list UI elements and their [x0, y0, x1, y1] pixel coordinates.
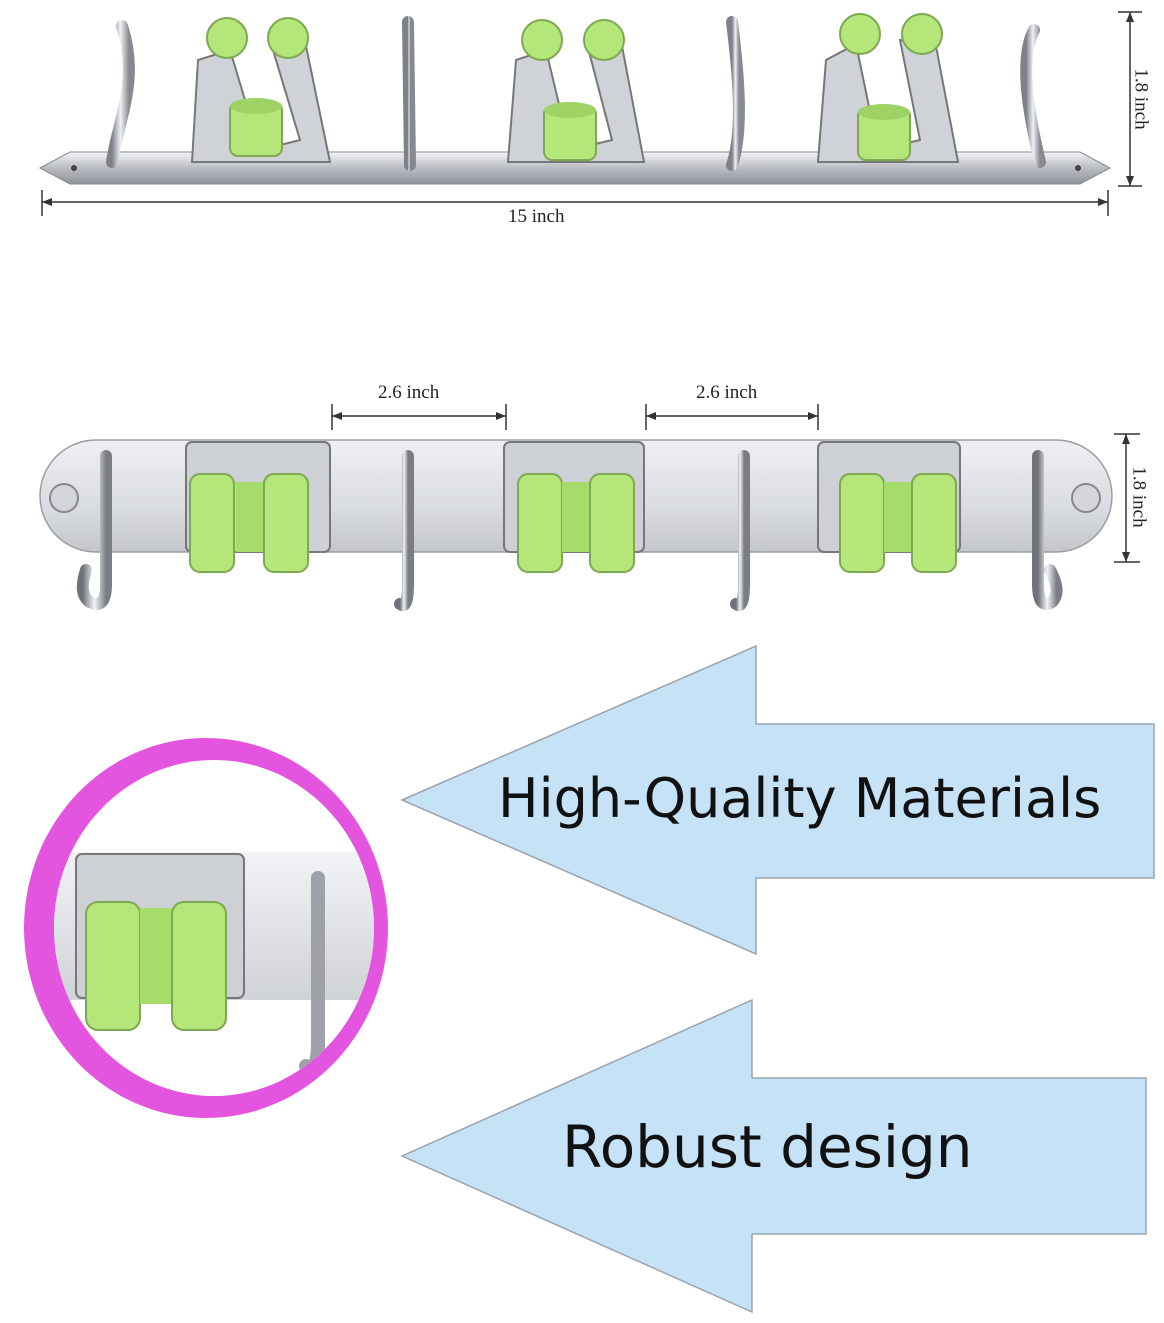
top-view-illustration	[38, 11, 1142, 216]
front-height-label: 1.8 inch	[1128, 466, 1150, 528]
top-view-rack: 15 inch 1.8 inch	[0, 0, 1164, 240]
spacing-left-label: 2.6 inch	[378, 382, 440, 403]
callout-arrow-design	[398, 996, 1150, 1316]
materials-callout-text: High-Quality Materials	[498, 767, 1102, 830]
top-height-label: 1.8 inch	[1130, 68, 1152, 130]
top-clips	[190, 13, 960, 163]
front-view-rack: 2.6 inch 2.6 inch 1.8 inch	[0, 370, 1164, 630]
detail-zoom-circle	[22, 732, 394, 1124]
front-clips	[185, 441, 961, 573]
callout-arrow-materials	[398, 642, 1158, 958]
spacing-right-label: 2.6 inch	[696, 382, 758, 403]
design-callout-text: Robust design	[562, 1113, 973, 1181]
width-label: 15 inch	[508, 206, 565, 227]
front-view-illustration	[39, 404, 1140, 611]
